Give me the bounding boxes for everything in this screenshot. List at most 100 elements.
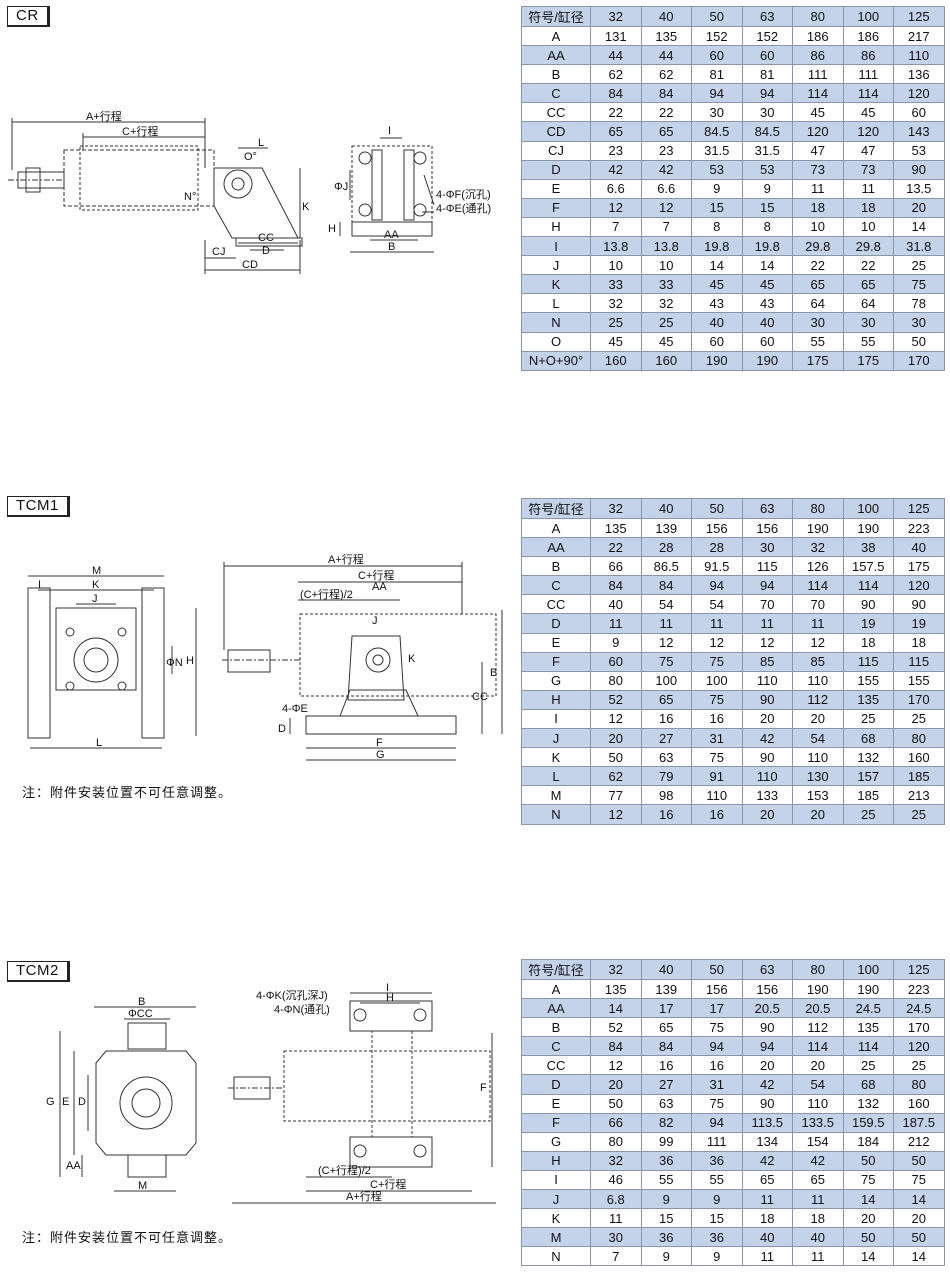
value-cell: 79 — [640, 766, 692, 787]
value-cell: 42 — [640, 159, 692, 180]
value-cell: 24.5 — [842, 998, 894, 1019]
value-cell: 65 — [792, 1169, 844, 1191]
value-cell: 50 — [590, 1093, 642, 1114]
value-cell: 54 — [640, 594, 692, 615]
value-cell: 84.5 — [691, 121, 743, 142]
value-cell: 68 — [842, 1074, 894, 1095]
value-cell: 84 — [590, 83, 642, 104]
value-cell: 110 — [893, 45, 945, 66]
value-cell: 44 — [640, 45, 692, 66]
value-cell: 62 — [640, 64, 692, 85]
value-cell: 12 — [640, 632, 692, 653]
symbol-cell: F — [521, 651, 591, 672]
value-cell: 52 — [590, 689, 642, 710]
value-cell: 25 — [893, 804, 945, 825]
value-cell: 20 — [590, 1074, 642, 1095]
value-cell: 75 — [842, 1169, 894, 1191]
dim-c-half: (C+行程)/2 — [318, 1164, 371, 1177]
value-cell: 80 — [893, 1074, 945, 1095]
value-cell: 114 — [792, 83, 844, 104]
value-cell: 7 — [640, 216, 692, 238]
symbol-cell: AA — [521, 537, 591, 558]
value-cell: 170 — [893, 350, 945, 371]
value-cell: 65 — [842, 274, 894, 295]
value-cell: 20 — [893, 1208, 945, 1229]
value-cell: 55 — [640, 1169, 692, 1191]
value-cell: 132 — [842, 747, 894, 768]
value-cell: 190 — [792, 978, 844, 1000]
value-cell: 75 — [691, 651, 743, 672]
symbol-cell: N+O+90° — [521, 350, 591, 371]
section-label: CR — [7, 6, 50, 27]
value-cell: 120 — [842, 121, 894, 142]
value-cell: 60 — [590, 651, 642, 672]
value-cell: 80 — [590, 1131, 642, 1152]
symbol-cell: B — [521, 556, 591, 577]
dim-e: E — [62, 1096, 69, 1108]
header-bore: 63 — [741, 498, 793, 519]
value-cell: 175 — [792, 350, 844, 371]
value-cell: 12 — [792, 632, 844, 653]
value-cell: 135 — [590, 978, 642, 1000]
value-cell: 40 — [792, 1227, 844, 1248]
value-cell: 114 — [842, 83, 894, 104]
value-cell: 7 — [590, 216, 642, 238]
value-cell: 156 — [741, 978, 793, 1000]
value-cell: 40 — [893, 537, 945, 558]
header-bore: 40 — [640, 959, 692, 980]
dim-d: D — [78, 1096, 86, 1108]
value-cell: 14 — [691, 255, 743, 276]
value-cell: 20 — [741, 1055, 793, 1076]
section-tcm1: TCM1 — [0, 490, 950, 830]
value-cell: 20 — [741, 804, 793, 825]
value-cell: 10 — [842, 216, 894, 238]
symbol-cell: AA — [521, 45, 591, 66]
symbol-cell: I — [521, 708, 591, 730]
dim-h: H — [186, 655, 194, 667]
value-cell: 18 — [792, 197, 844, 218]
value-cell: 190 — [792, 517, 844, 539]
value-cell: 170 — [893, 689, 945, 710]
dim-i: I — [38, 579, 41, 591]
value-cell: 156 — [691, 978, 743, 1000]
header-bore: 125 — [893, 959, 945, 980]
value-cell: 13.8 — [640, 236, 692, 257]
value-cell: 186 — [792, 25, 844, 47]
value-cell: 126 — [792, 556, 844, 577]
value-cell: 11 — [590, 1208, 642, 1229]
value-cell: 36 — [691, 1227, 743, 1248]
value-cell: 36 — [640, 1227, 692, 1248]
value-cell: 42 — [741, 728, 793, 749]
header-symbol-bore: 符号/缸径 — [521, 6, 591, 27]
value-cell: 20 — [590, 728, 642, 749]
value-cell: 12 — [590, 1055, 642, 1076]
value-cell: 50 — [842, 1150, 894, 1171]
value-cell: 160 — [893, 747, 945, 768]
value-cell: 31.5 — [741, 140, 793, 161]
symbol-cell: H — [521, 216, 591, 238]
symbol-cell: B — [521, 1017, 591, 1038]
value-cell: 86 — [842, 45, 894, 66]
value-cell: 9 — [640, 1189, 692, 1210]
value-cell: 12 — [590, 197, 642, 218]
value-cell: 45 — [590, 331, 642, 352]
value-cell: 42 — [741, 1074, 793, 1095]
value-cell: 14 — [893, 1189, 945, 1210]
dim-k2: K — [408, 653, 416, 665]
symbol-cell: J — [521, 728, 591, 749]
dim-phi-cc: ΦCC — [128, 1008, 153, 1020]
dim-c-stroke: C+行程 — [122, 125, 158, 138]
